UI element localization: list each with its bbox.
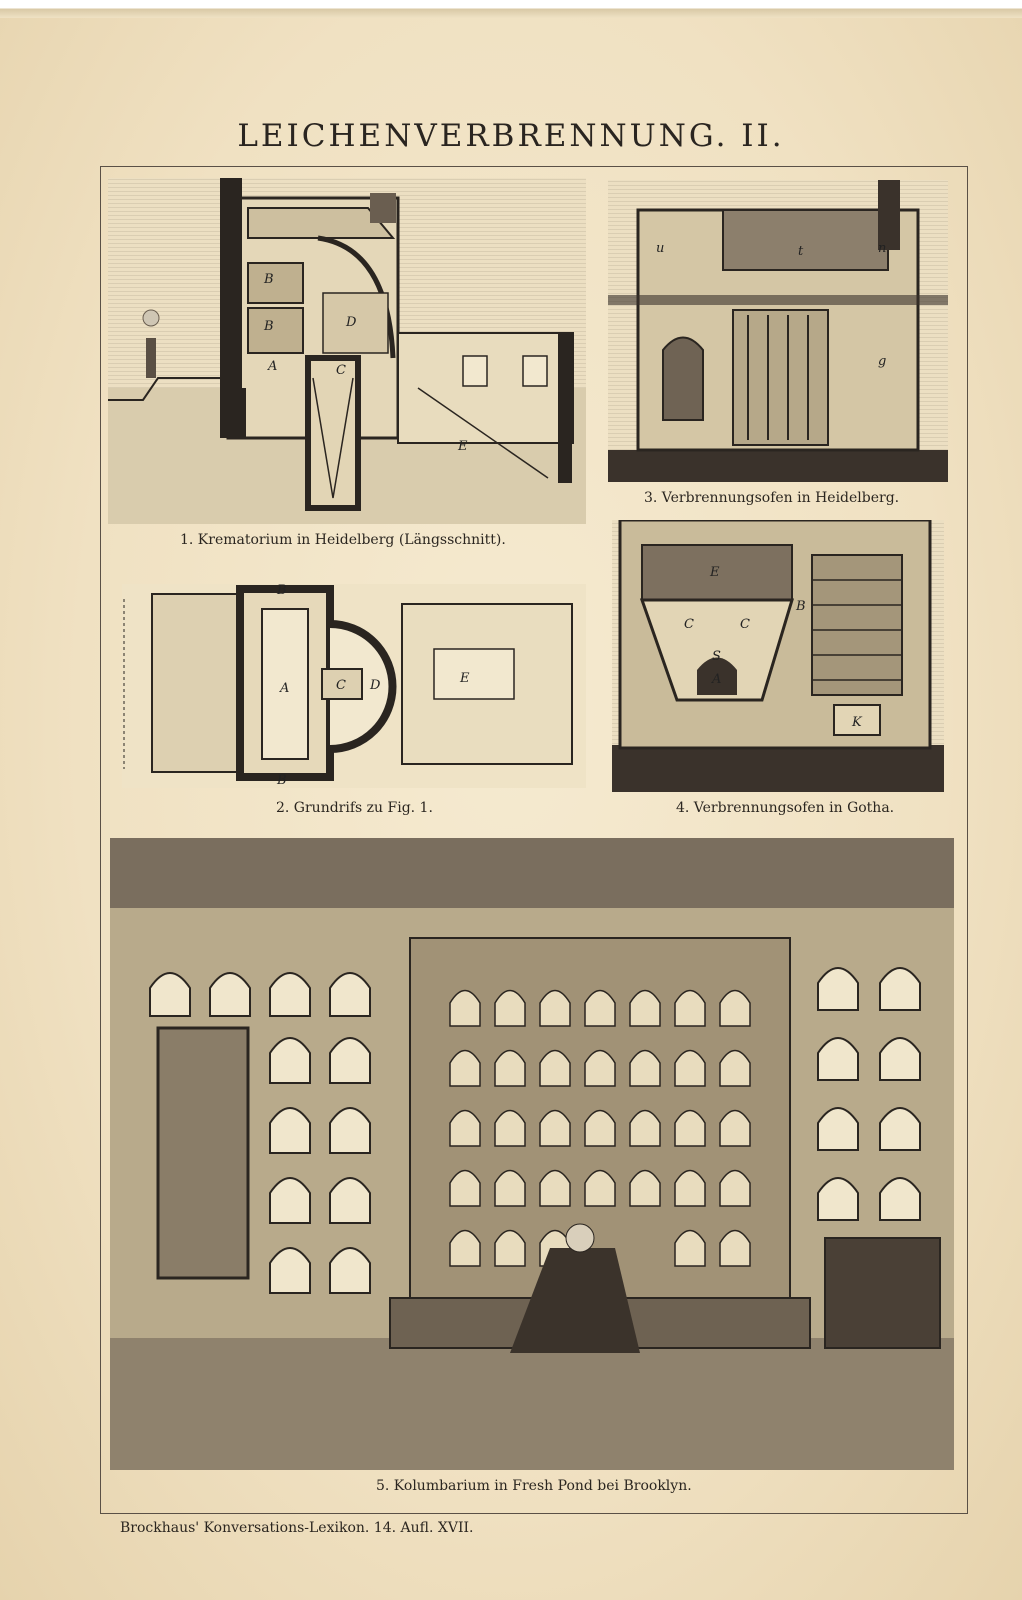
figure-5-kolumbarium bbox=[110, 838, 954, 1470]
figure-1-krematorium-section: B B D A C E bbox=[108, 178, 586, 524]
fig2-label-d: D bbox=[369, 678, 381, 693]
figure-2-grundriss: B A C D E B bbox=[122, 584, 586, 788]
figure-5-drawing bbox=[110, 838, 954, 1470]
fig4-label-c-left: C bbox=[684, 617, 694, 632]
figure-4-drawing: E C C B S A K bbox=[612, 520, 944, 792]
fig1-label-b-upper: B bbox=[263, 272, 274, 287]
fig2-label-b-bottom: B bbox=[276, 773, 287, 788]
figure-5-caption: 5. Kolumbarium in Fresh Pond bei Brookly… bbox=[376, 1478, 692, 1494]
page-title: LEICHENVERBRENNUNG. II. bbox=[237, 118, 785, 154]
fig4-label-b: B bbox=[795, 599, 806, 614]
fig2-label-e: E bbox=[459, 671, 470, 686]
fig3-label-g: g bbox=[878, 354, 886, 369]
footer-citation: Brockhaus' Konversations-Lexikon. 14. Au… bbox=[120, 1520, 474, 1536]
fig2-label-c: C bbox=[336, 678, 346, 693]
fig2-label-b-top: B bbox=[276, 584, 287, 598]
fig4-label-k: K bbox=[851, 715, 863, 730]
figure-1-drawing: B B D A C E bbox=[108, 178, 586, 524]
plate-frame bbox=[100, 166, 968, 1514]
fig4-label-e: E bbox=[709, 565, 720, 580]
figure-1-caption: 1. Krematorium in Heidelberg (Längsschni… bbox=[180, 532, 506, 548]
fig4-label-a: A bbox=[711, 672, 721, 687]
fig3-label-t: t bbox=[798, 244, 804, 259]
figure-4-ofen-gotha: E C C B S A K bbox=[612, 520, 944, 792]
fig1-label-b-lower: B bbox=[263, 319, 274, 334]
fig1-label-e: E bbox=[457, 439, 468, 454]
page-top-edge bbox=[0, 0, 1022, 18]
figure-3-caption: 3. Verbrennungsofen in Heidelberg. bbox=[644, 490, 900, 506]
fig1-label-c: C bbox=[336, 363, 346, 378]
fig3-label-u: u bbox=[656, 241, 664, 256]
fig3-label-n: n bbox=[878, 241, 886, 256]
figure-2-drawing: B A C D E B bbox=[122, 584, 586, 788]
fig4-label-c-right: C bbox=[740, 617, 750, 632]
figure-4-caption: 4. Verbrennungsofen in Gotha. bbox=[676, 800, 895, 816]
fig4-label-s: S bbox=[712, 649, 721, 664]
fig1-label-a: A bbox=[267, 359, 277, 374]
figure-2-caption: 2. Grundrifs zu Fig. 1. bbox=[276, 800, 433, 816]
fig2-label-a: A bbox=[279, 681, 289, 696]
figure-3-ofen-heidelberg: u t n g bbox=[608, 180, 948, 482]
figure-3-drawing: u t n g bbox=[608, 180, 948, 482]
fig1-label-d: D bbox=[345, 315, 357, 330]
